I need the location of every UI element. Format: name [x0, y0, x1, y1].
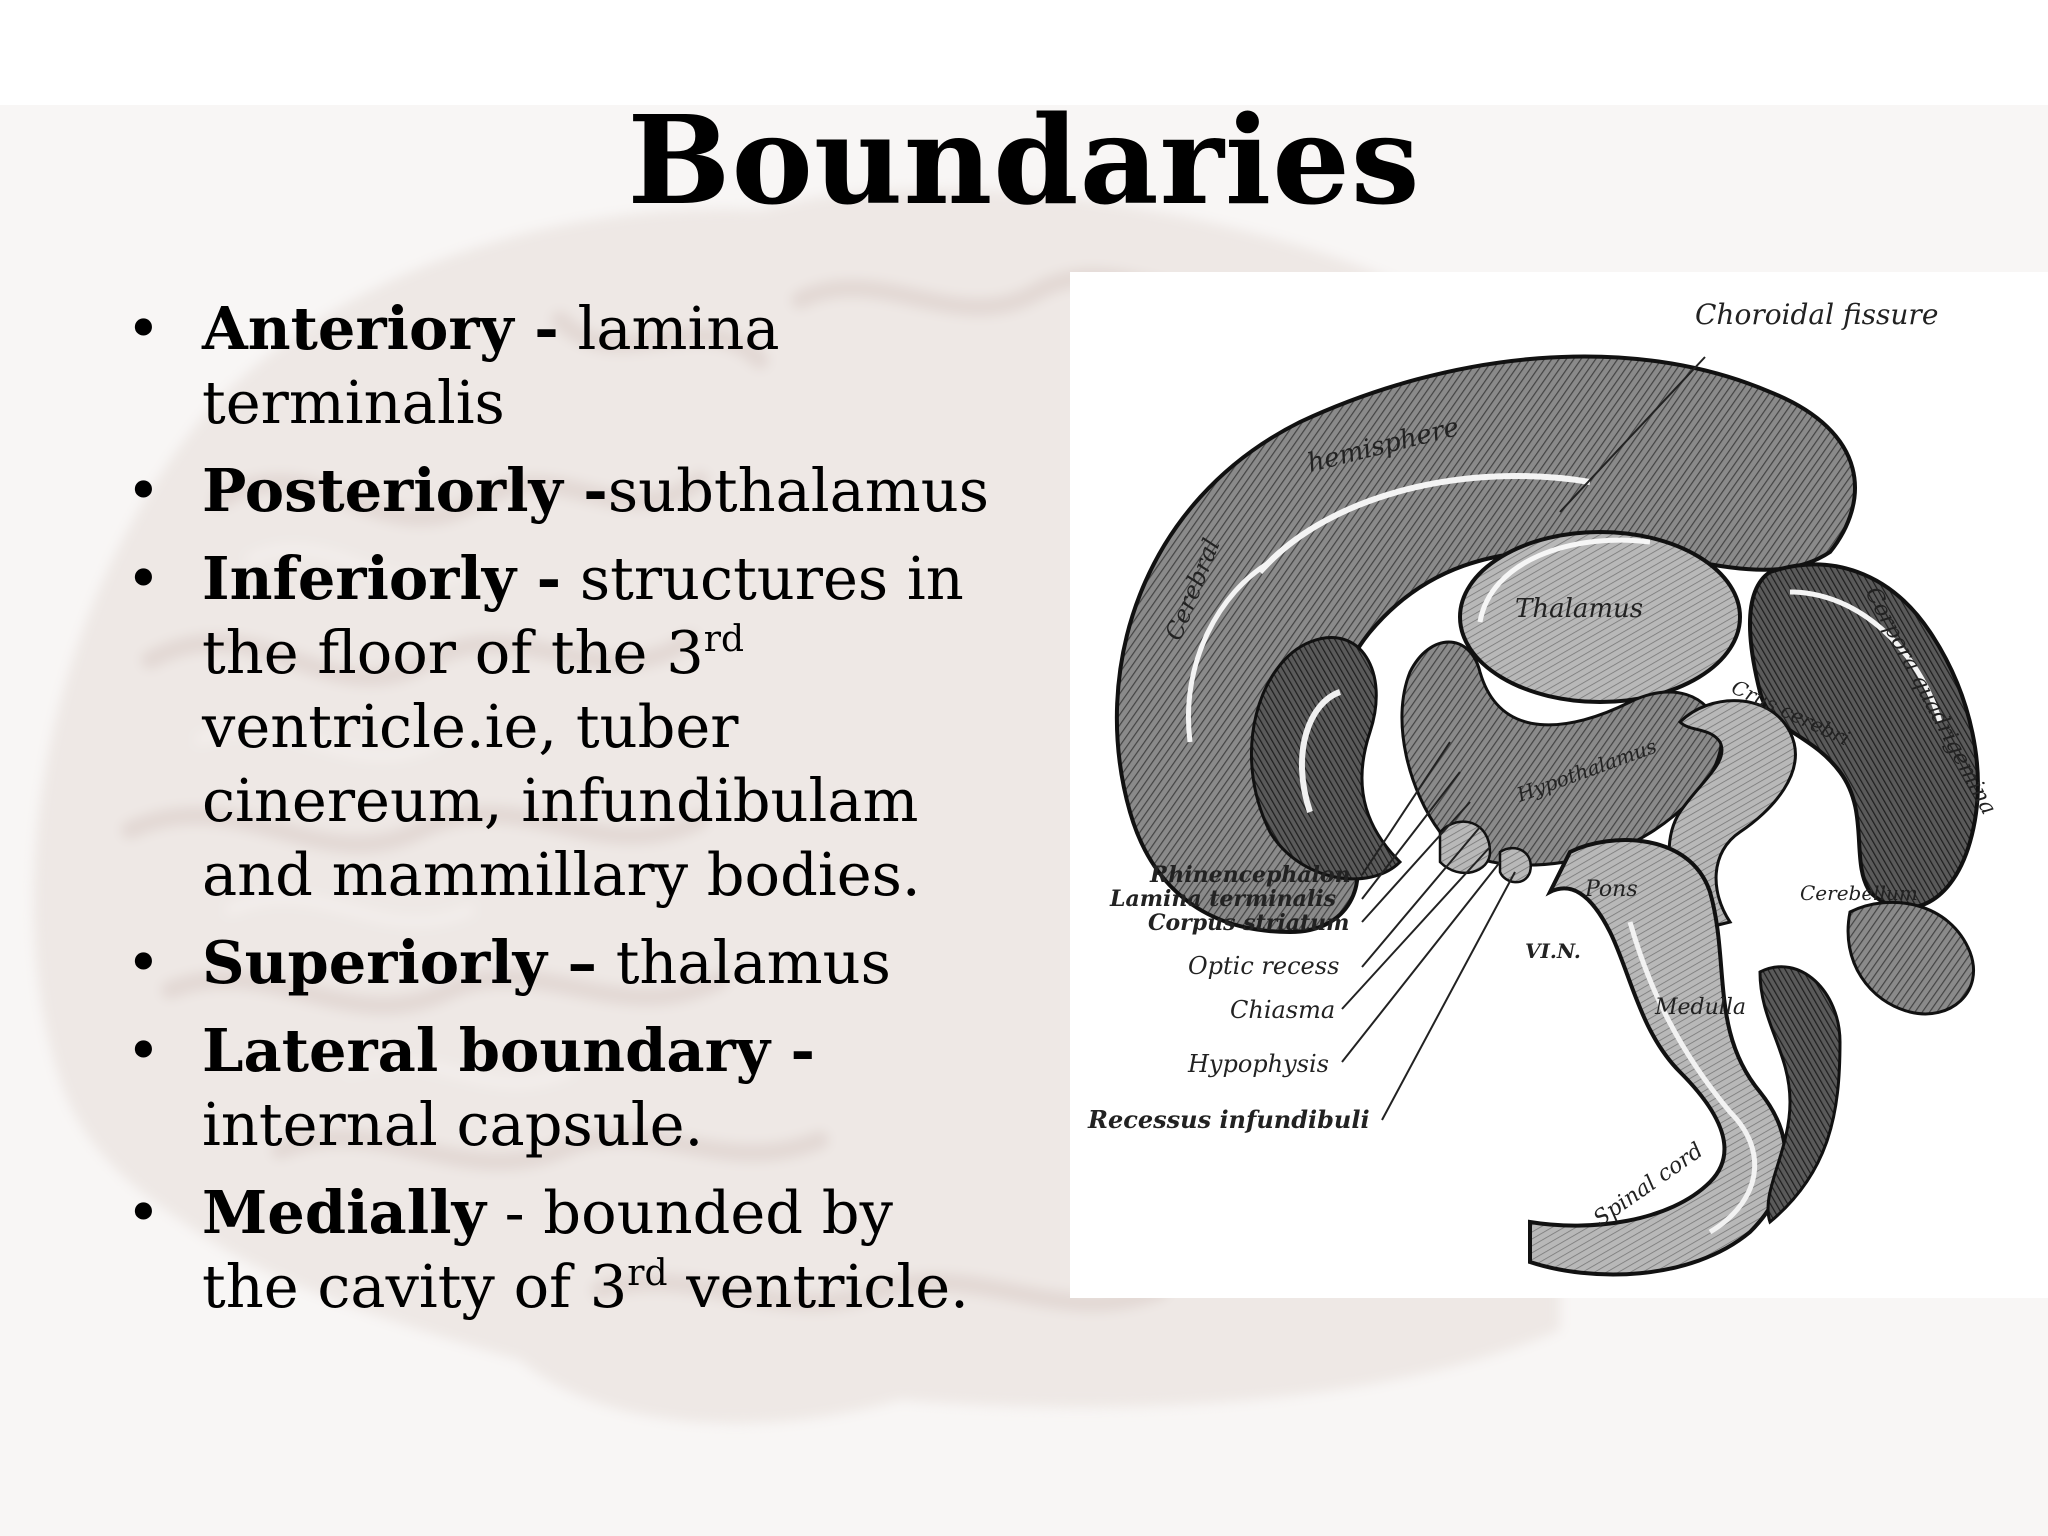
list-item: • Anteriory - lamina terminalis — [120, 292, 1000, 440]
brain-section-illustration: Choroidal fissure hemisphere Cerebral Th… — [1087, 298, 2001, 1277]
bullet-text: structures in the floor of the 3 — [202, 544, 964, 687]
list-item: • Posteriorly -subthalamus — [120, 454, 1000, 528]
bullet-text: - bounded by the cavity of 3 — [202, 1178, 893, 1321]
label-rhinencephalon: Rhinencephalon — [1149, 862, 1351, 888]
label-lamina-terminalis: Lamina terminalis — [1109, 886, 1336, 912]
bullet-text: ventricle.ie, tuber cinereum, infundibul… — [202, 692, 921, 909]
bullet-text: thalamus — [596, 928, 891, 997]
bullet-term: Posteriorly - — [202, 456, 608, 525]
bullet-glyph: • — [126, 294, 161, 363]
bullet-text: lamina terminalis — [202, 294, 780, 437]
superscript: rd — [703, 619, 745, 660]
list-item: • Medially - bounded by the cavity of 3rd… — [120, 1176, 1000, 1324]
bullet-term: Lateral boundary - — [202, 1016, 816, 1085]
list-item: • Inferiorly - structures in the floor of… — [120, 542, 1000, 912]
label-corpus-striatum: Corpus striatum — [1148, 910, 1349, 936]
label-optic-recess: Optic recess — [1188, 952, 1339, 980]
bullet-glyph: • — [126, 1178, 161, 1247]
bullet-term: Anteriory - — [202, 294, 559, 363]
label-chiasma: Chiasma — [1230, 996, 1335, 1024]
label-choroidal-fissure: Choroidal fissure — [1695, 298, 1938, 331]
list-item: • Lateral boundary - internal capsule. — [120, 1014, 1000, 1162]
label-cerebellum: Cerebellum — [1800, 881, 1918, 905]
bullet-term: Medially — [202, 1178, 486, 1247]
slide-title: Boundaries — [627, 88, 1421, 232]
bullet-term: Superiorly – — [202, 928, 597, 997]
bullet-text: ventricle. — [667, 1252, 969, 1321]
bullet-glyph: • — [126, 544, 161, 613]
bullet-text: internal capsule. — [202, 1090, 704, 1159]
label-hypophysis: Hypophysis — [1187, 1050, 1329, 1078]
label-vi-n: VI.N. — [1525, 939, 1581, 963]
label-recessus-infundibuli: Recessus infundibuli — [1087, 1105, 1370, 1134]
bullet-glyph: • — [126, 928, 161, 997]
bullet-glyph: • — [126, 456, 161, 525]
bullet-term: Inferiorly - — [202, 544, 562, 613]
list-item: • Superiorly – thalamus — [120, 926, 1000, 1000]
bullet-text: subthalamus — [607, 456, 990, 525]
label-thalamus: Thalamus — [1515, 594, 1643, 624]
superscript: rd — [627, 1253, 668, 1294]
brain-section-figure: Choroidal fissure hemisphere Cerebral Th… — [1070, 272, 2048, 1298]
bullet-glyph: • — [126, 1016, 161, 1085]
boundaries-list: • Anteriory - lamina terminalis • Posterio… — [120, 292, 1000, 1338]
label-medulla: Medulla — [1654, 995, 1746, 1020]
label-pons: Pons — [1584, 877, 1638, 902]
